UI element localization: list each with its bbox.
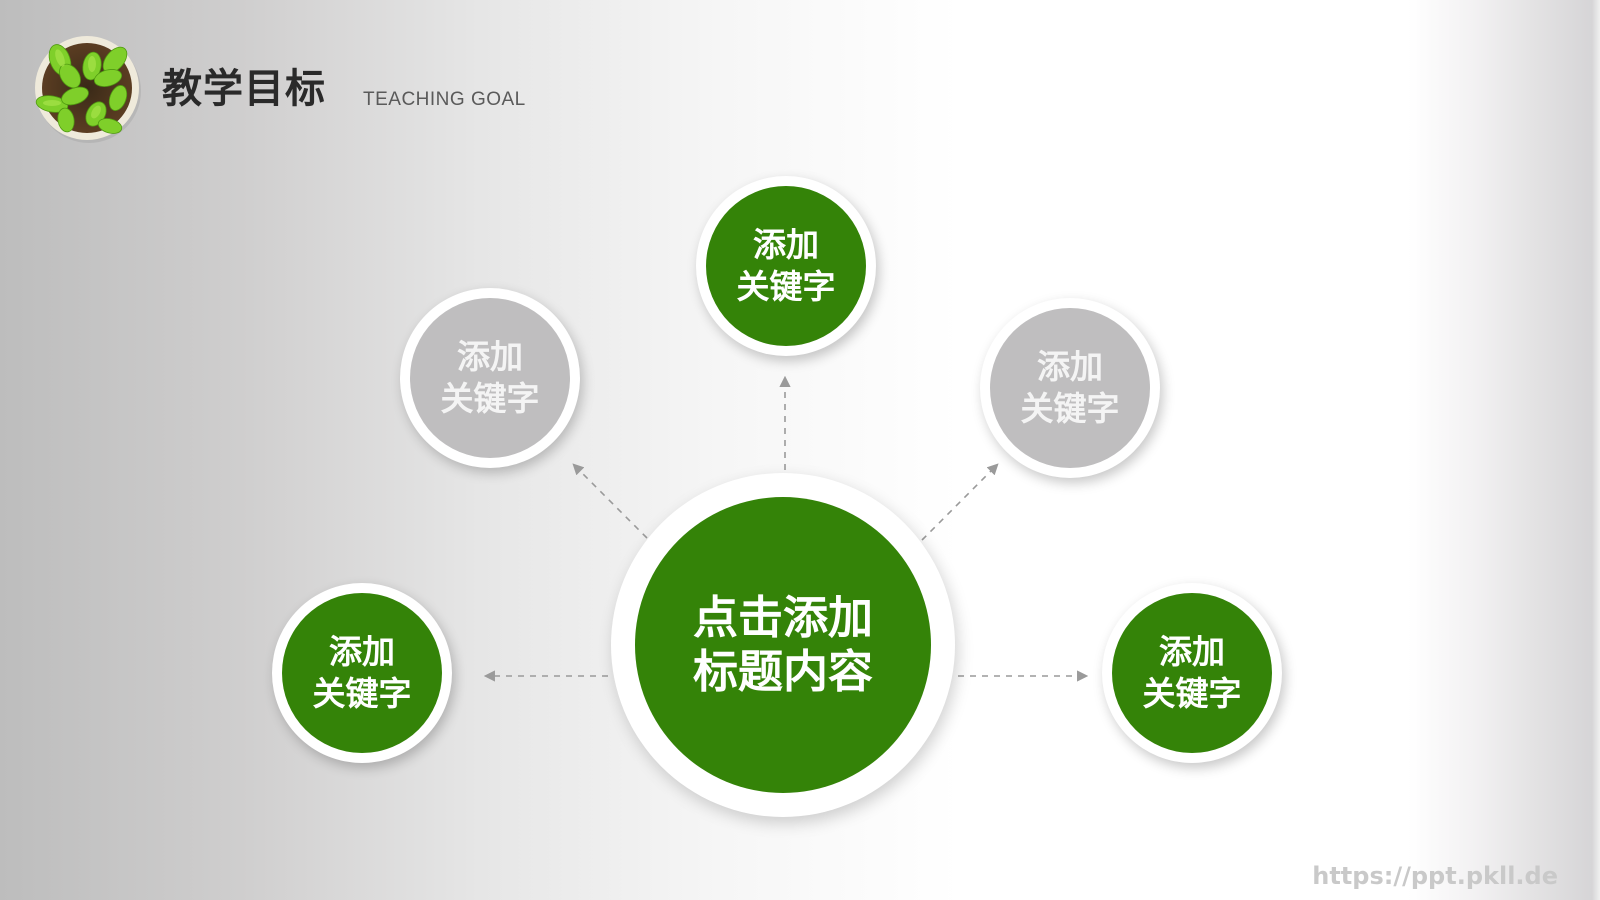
center-title-fill: 点击添加 标题内容 xyxy=(635,497,931,793)
watermark: https://ppt.pkll.de xyxy=(1312,862,1558,890)
potted-plant-icon xyxy=(35,36,141,143)
page-title: 教学目标 xyxy=(162,66,326,112)
keyword-line1: 添加 xyxy=(753,225,819,264)
keyword-node-top-fill: 添加 关键字 xyxy=(706,186,866,346)
connector-upper-left xyxy=(572,463,648,539)
keyword-node-top[interactable]: 添加 关键字 xyxy=(696,176,876,356)
keyword-node-upper-left[interactable]: 添加 关键字 xyxy=(400,288,580,468)
keyword-node-upper-left-fill: 添加 关键字 xyxy=(410,298,570,458)
center-title-node[interactable]: 点击添加 标题内容 xyxy=(611,473,955,817)
keyword-node-lower-right-fill: 添加 关键字 xyxy=(1112,593,1272,753)
keyword-line1: 添加 xyxy=(457,337,523,376)
keyword-line2: 关键字 xyxy=(1020,389,1120,428)
page-subtitle: TEACHING GOAL xyxy=(363,89,526,110)
keyword-line2: 关键字 xyxy=(1142,674,1242,713)
keyword-line1: 添加 xyxy=(329,632,395,671)
keyword-node-upper-right-fill: 添加 关键字 xyxy=(990,308,1150,468)
center-title-line2: 标题内容 xyxy=(692,645,873,698)
keyword-line2: 关键字 xyxy=(736,267,836,306)
keyword-node-upper-right[interactable]: 添加 关键字 xyxy=(980,298,1160,478)
keyword-line2: 关键字 xyxy=(312,674,412,713)
keyword-line1: 添加 xyxy=(1159,632,1225,671)
keyword-node-lower-left-fill: 添加 关键字 xyxy=(282,593,442,753)
connector-upper-right xyxy=(921,463,999,541)
keyword-node-lower-left[interactable]: 添加 关键字 xyxy=(272,583,452,763)
keyword-node-lower-right[interactable]: 添加 关键字 xyxy=(1102,583,1282,763)
keyword-line2: 关键字 xyxy=(440,379,540,418)
keyword-line1: 添加 xyxy=(1037,347,1103,386)
center-title-line1: 点击添加 xyxy=(692,591,873,644)
